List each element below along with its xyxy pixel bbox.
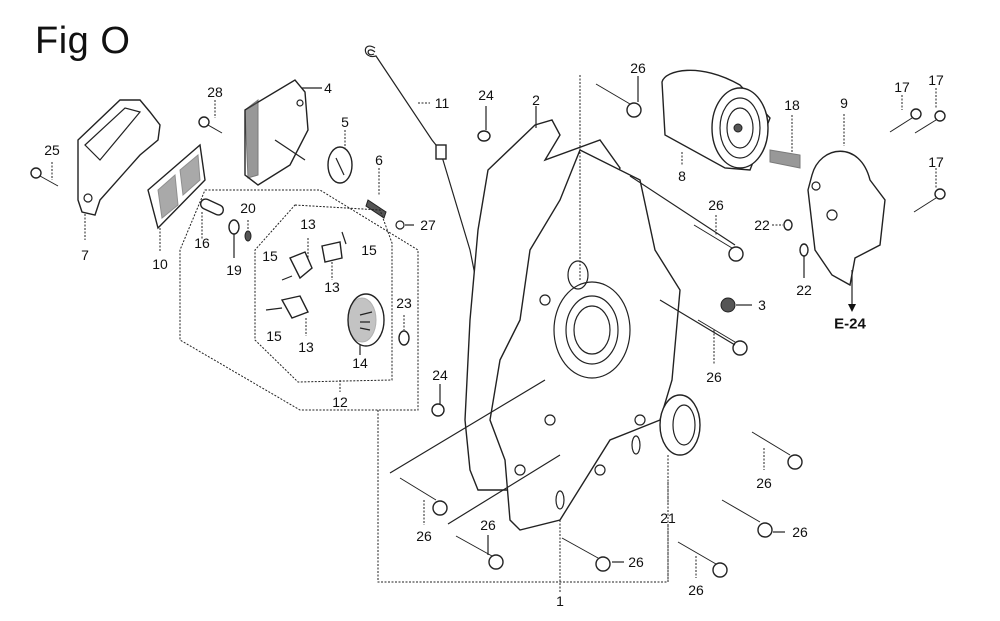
part-dowel-pin[interactable]	[477, 130, 491, 142]
part-washer[interactable]	[398, 330, 410, 346]
callout-3[interactable]: 3	[758, 297, 766, 313]
part-screw[interactable]	[30, 167, 59, 187]
part-flange-bolt[interactable]	[677, 541, 728, 578]
part-bolt-17[interactable]	[913, 188, 946, 213]
part-dowel-pin[interactable]	[431, 403, 445, 417]
figure-title: Fig O	[35, 20, 131, 62]
part-weight[interactable]	[321, 241, 343, 263]
part-plug[interactable]	[720, 297, 736, 313]
part-flange-bolt[interactable]	[721, 499, 773, 538]
callout-6[interactable]: 6	[375, 152, 383, 168]
kit-boundary-outer	[179, 189, 419, 411]
callout-12[interactable]: 12	[332, 394, 348, 410]
callout-1[interactable]: 1	[556, 593, 564, 609]
callout-13[interactable]: 13	[300, 216, 316, 232]
callout-17[interactable]: 17	[894, 79, 910, 95]
callout-24[interactable]: 24	[432, 367, 448, 383]
callout-5[interactable]: 5	[341, 114, 349, 130]
part-flange-bolt[interactable]	[751, 431, 803, 470]
callout-26[interactable]: 26	[756, 475, 772, 491]
callout-7[interactable]: 7	[81, 247, 89, 263]
part-stud[interactable]	[769, 149, 801, 169]
callout-15[interactable]: 15	[262, 248, 278, 264]
part-flange-bolt[interactable]	[455, 535, 504, 570]
callout-17[interactable]: 17	[928, 72, 944, 88]
callout-22[interactable]: 22	[796, 282, 812, 298]
callout-17[interactable]: 17	[928, 154, 944, 170]
callout-23[interactable]: 23	[396, 295, 412, 311]
callout-20[interactable]: 20	[240, 200, 256, 216]
part-flange-bolt[interactable]	[693, 224, 744, 262]
part-filter-base[interactable]	[807, 150, 886, 287]
part-governor-assembly[interactable]	[244, 79, 309, 186]
callout-28[interactable]: 28	[207, 84, 223, 100]
reference-link-e24[interactable]: E-24	[834, 315, 866, 333]
part-flange-bolt[interactable]	[595, 83, 642, 118]
callout-18[interactable]: 18	[784, 97, 800, 113]
part-flange-bolt[interactable]	[561, 537, 611, 572]
callout-15[interactable]: 15	[266, 328, 282, 344]
callout-24[interactable]: 24	[478, 87, 494, 103]
projection-lines	[389, 175, 736, 525]
part-breather-cover[interactable]	[77, 99, 161, 216]
callout-26[interactable]: 26	[708, 197, 724, 213]
callout-26[interactable]: 26	[480, 517, 496, 533]
callout-9[interactable]: 9	[840, 95, 848, 111]
callout-21[interactable]: 21	[660, 510, 676, 526]
callout-26[interactable]: 26	[706, 369, 722, 385]
part-clip[interactable]	[244, 230, 252, 242]
callout-2[interactable]: 2	[532, 92, 540, 108]
callout-26[interactable]: 26	[630, 60, 646, 76]
part-pin[interactable]	[281, 275, 293, 281]
callout-11[interactable]: 11	[434, 95, 450, 111]
part-washer[interactable]	[228, 219, 240, 235]
callout-19[interactable]: 19	[226, 262, 242, 278]
callout-25[interactable]: 25	[44, 142, 60, 158]
part-flange-bolt[interactable]	[399, 477, 448, 516]
part-o-ring[interactable]	[799, 243, 809, 257]
callout-13[interactable]: 13	[298, 339, 314, 355]
part-oil-filter[interactable]	[661, 69, 771, 171]
part-pin[interactable]	[341, 231, 347, 245]
part-dipstick-wire[interactable]	[364, 45, 481, 301]
callout-26[interactable]: 26	[688, 582, 704, 598]
callout-26[interactable]: 26	[628, 554, 644, 570]
callout-14[interactable]: 14	[352, 355, 368, 371]
part-oil-seal[interactable]	[659, 394, 701, 456]
part-pin[interactable]	[265, 307, 283, 311]
part-bolt-17[interactable]	[914, 110, 946, 134]
callout-15[interactable]: 15	[361, 242, 377, 258]
part-bolt-17[interactable]	[889, 108, 922, 133]
callout-22[interactable]: 22	[754, 217, 770, 233]
part-oil-seal-holder[interactable]	[327, 146, 353, 184]
part-weight[interactable]	[289, 251, 313, 280]
callout-26[interactable]: 26	[416, 528, 432, 544]
callout-8[interactable]: 8	[678, 168, 686, 184]
callout-13[interactable]: 13	[324, 279, 340, 295]
callout-26[interactable]: 26	[792, 524, 808, 540]
part-o-ring-27[interactable]	[395, 220, 405, 230]
part-weight[interactable]	[280, 295, 309, 319]
part-governor-gear[interactable]	[347, 293, 385, 347]
part-crankcase-cover[interactable]	[489, 149, 681, 531]
part-shaft[interactable]	[199, 197, 225, 216]
part-flange-bolt[interactable]	[697, 319, 748, 356]
part-bolt-28[interactable]	[198, 116, 223, 134]
part-breather-plate[interactable]	[147, 143, 206, 230]
assembly-bracket	[377, 410, 669, 583]
reference-arrow-icon	[848, 304, 856, 312]
part-o-ring[interactable]	[783, 219, 793, 231]
callout-4[interactable]: 4	[324, 80, 332, 96]
callout-27[interactable]: 27	[420, 217, 436, 233]
callout-16[interactable]: 16	[194, 235, 210, 251]
callout-10[interactable]: 10	[152, 256, 168, 272]
